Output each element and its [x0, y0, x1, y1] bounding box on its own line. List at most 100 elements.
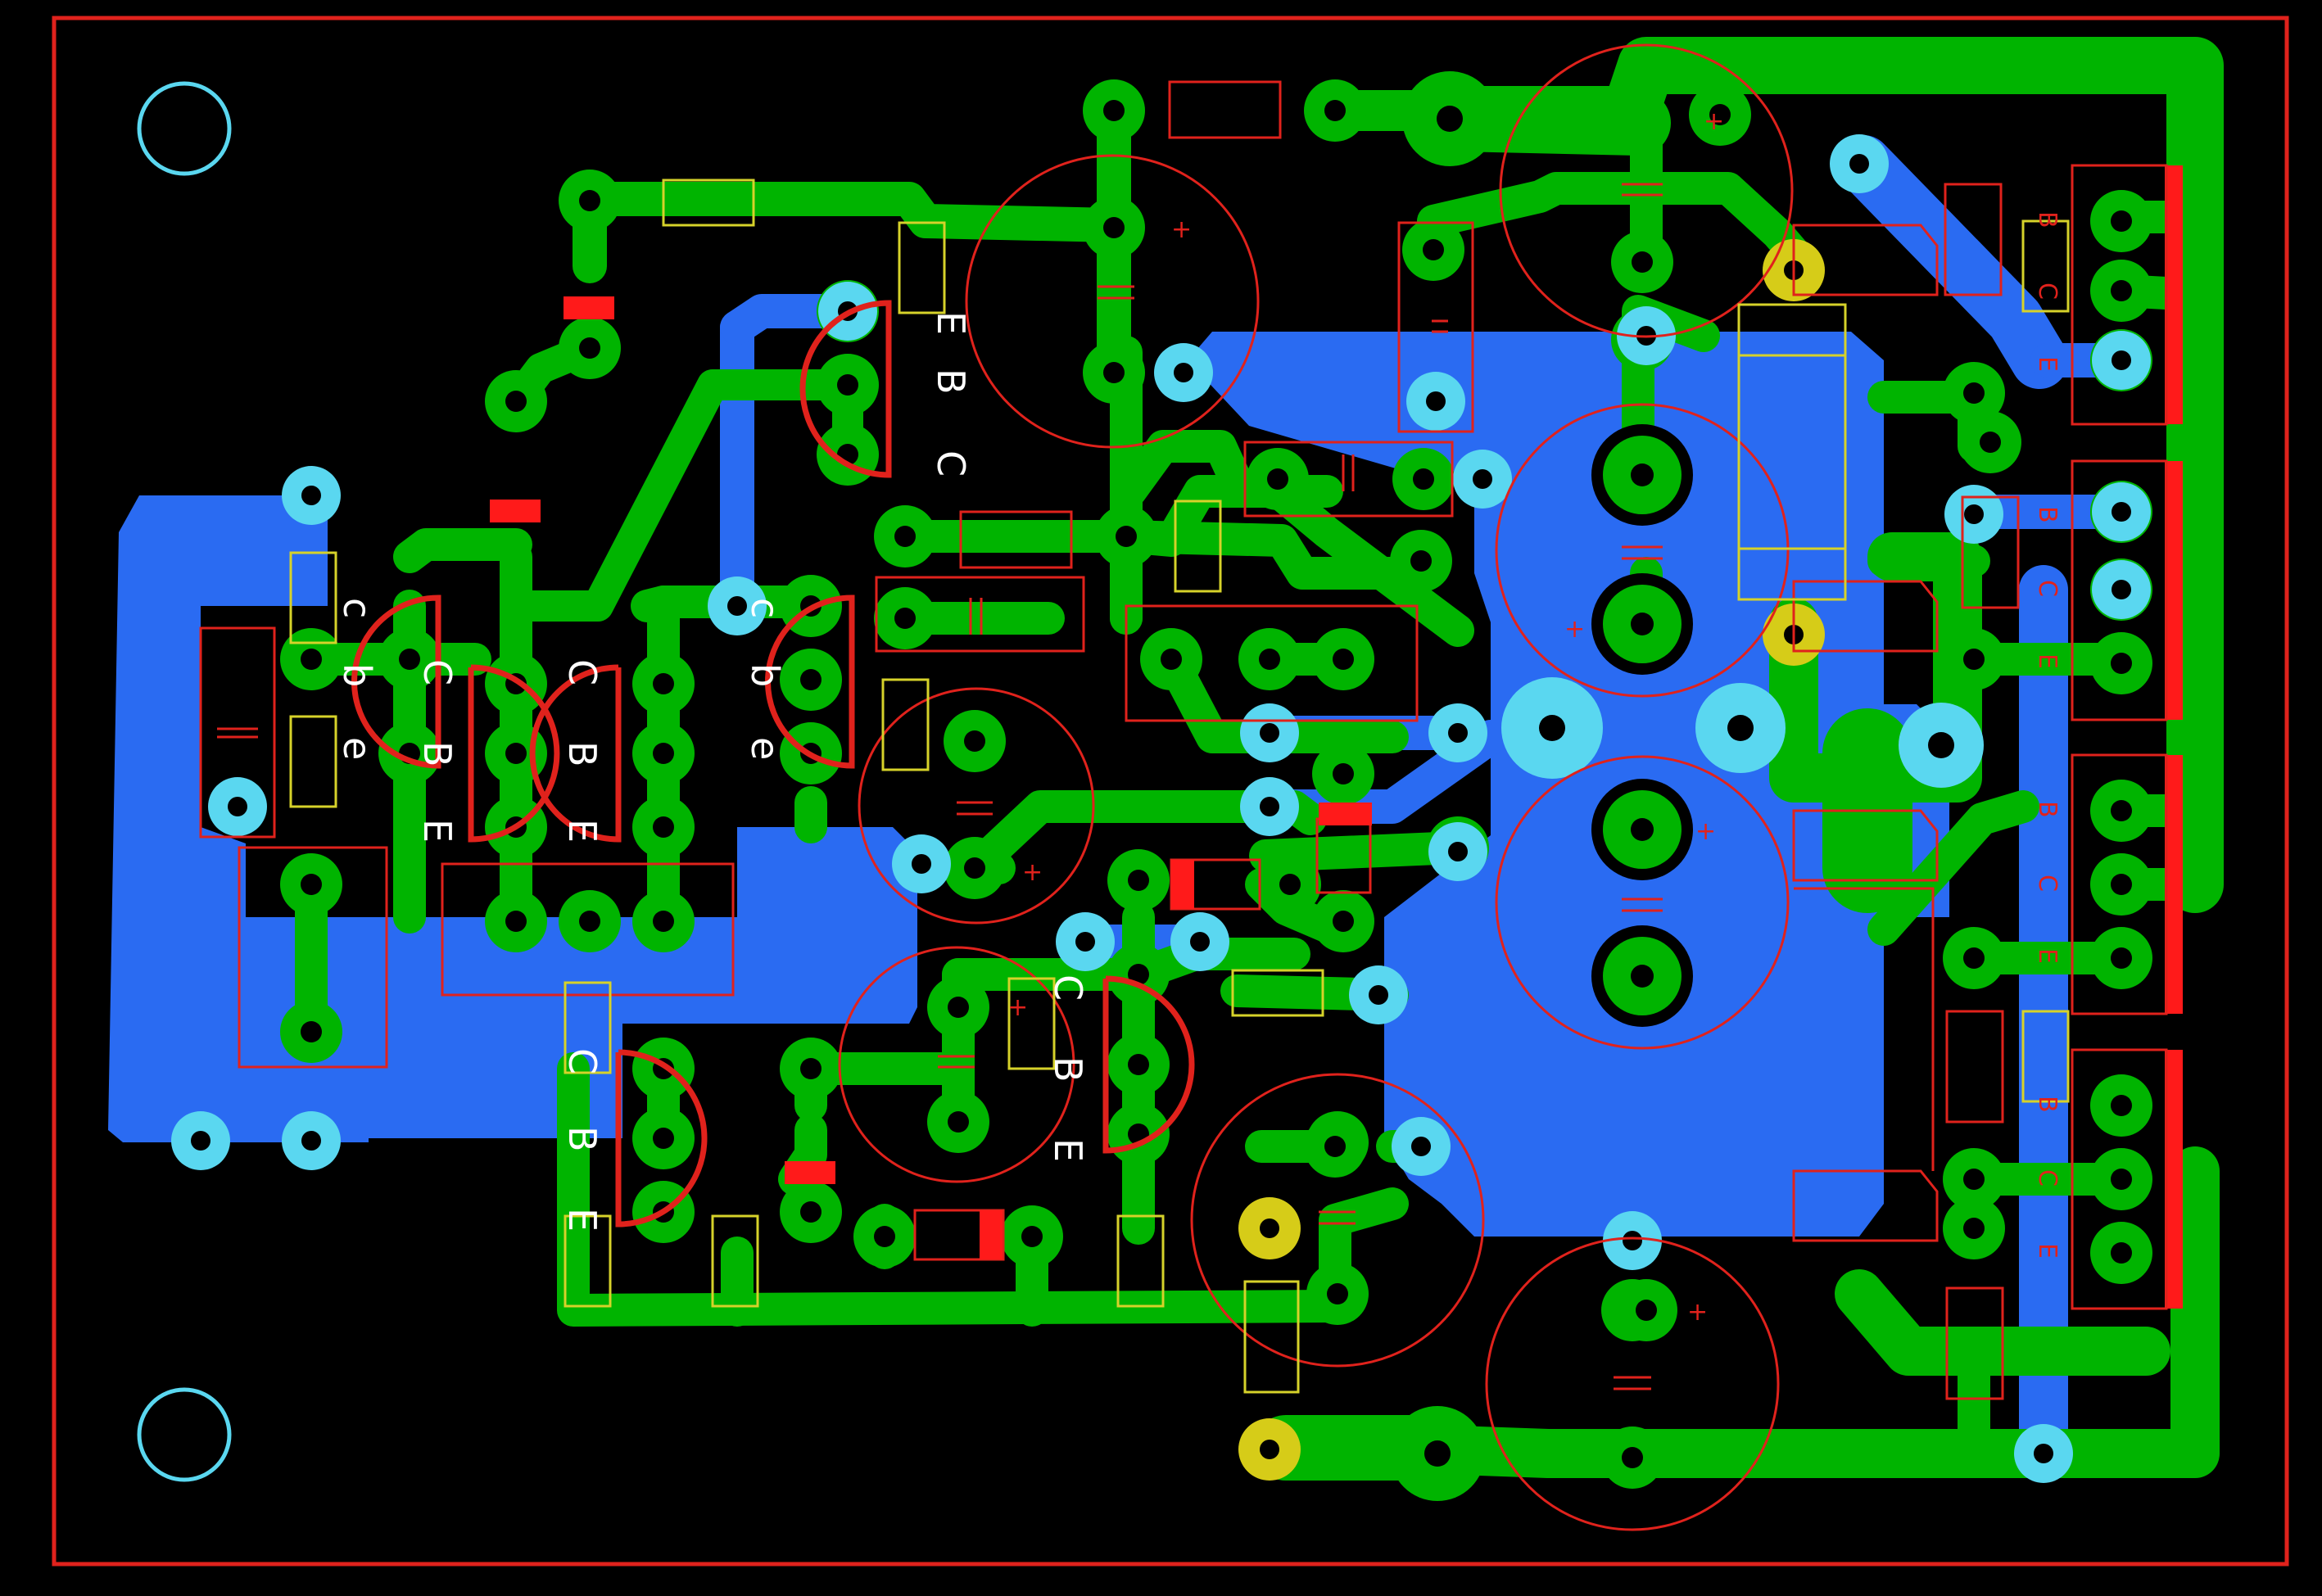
pad-62-hole: [1980, 432, 2001, 453]
yellow-pad-2-hole: [1260, 1218, 1279, 1238]
pad-77-hole: [2111, 1169, 2132, 1190]
o2-label-b: B: [2033, 506, 2062, 523]
o3-label-b: B: [2033, 801, 2062, 818]
pad-1-hole: [1324, 100, 1346, 121]
pad-35-hole: [653, 911, 674, 932]
transistor-outlines: [351, 300, 1195, 1228]
pad-52-hole: [800, 1201, 822, 1223]
pad-82-hole: [1636, 1300, 1657, 1321]
pad-10-hole: [894, 526, 916, 547]
via-12-hole: [2112, 580, 2131, 599]
q1-label-c: C: [929, 450, 973, 477]
q1-label-e: E: [929, 311, 973, 335]
pad-12-hole: [1116, 526, 1137, 547]
via-24-hole: [191, 1131, 210, 1151]
pad-8-hole: [837, 374, 858, 396]
pad-30-hole: [301, 649, 322, 670]
q7-label-e: E: [1046, 1138, 1090, 1162]
q4-label-b: B: [560, 741, 604, 767]
pad-51-hole: [800, 1058, 822, 1079]
pad-6-hole: [1103, 362, 1125, 383]
q7-label-b: B: [1046, 1056, 1090, 1083]
pad-40-hole: [1128, 1054, 1149, 1075]
polarity-marks: [490, 296, 1372, 1259]
via-9-hole: [1964, 504, 1984, 524]
q5-label-c: c: [743, 598, 787, 618]
o4-label-c: C: [2033, 1169, 2062, 1187]
pad-44-hole: [1333, 911, 1354, 932]
pad-79-hole: [1324, 1136, 1346, 1157]
pad-74-hole: [2111, 874, 2132, 895]
pin-labels: E B C c b e C B E C B E c b e C B E C B …: [335, 107, 2062, 1327]
pad-14-hole: [1413, 468, 1434, 490]
pad-20-hole: [800, 669, 822, 690]
q4-label-e: E: [560, 819, 604, 843]
pad-67-hole: [2111, 210, 2132, 232]
via-13-hole: [1448, 723, 1468, 743]
pad-13-hole: [1267, 468, 1288, 490]
via-2-hole: [228, 797, 247, 816]
pad-57-hole: [1632, 251, 1653, 273]
via-22-hole: [1623, 1231, 1642, 1250]
pad-66-hole: [1963, 1218, 1985, 1239]
pad-59-hole: [1423, 239, 1444, 260]
pad-17-hole: [1259, 649, 1280, 670]
pad-25-hole: [505, 743, 527, 764]
pad-54-hole: [1021, 1226, 1043, 1247]
via-3-hole: [727, 596, 747, 616]
pad-2-hole: [579, 190, 600, 211]
plus-mark-7: +: [1687, 1298, 1708, 1327]
via-17-hole: [912, 854, 931, 874]
yellow-pad-3-hole: [1260, 1440, 1279, 1459]
pad-42-hole: [1279, 874, 1301, 895]
q6-label-b: B: [560, 1126, 604, 1152]
pad-29-hole: [653, 816, 674, 838]
via-5-hole: [1473, 469, 1492, 489]
pad-49-hole: [653, 1128, 674, 1149]
q3-label-b: B: [415, 741, 459, 767]
q5-label-b: b: [743, 663, 787, 687]
via-18-hole: [1075, 932, 1095, 952]
plus-mark-5: +: [1022, 858, 1043, 887]
pad-39-hole: [1128, 964, 1149, 985]
pad-46-hole: [948, 997, 969, 1018]
filter-cap-pads: [1390, 71, 1984, 1501]
plus-mark-1: +: [1171, 215, 1192, 244]
pad-3-hole: [579, 337, 600, 359]
o2-label-e: E: [2033, 653, 2062, 669]
pad-32-hole: [301, 1021, 322, 1042]
silkscreen-red: [199, 43, 2168, 1531]
pad-36-hole: [964, 730, 985, 752]
via-21-hole: [1411, 1137, 1431, 1156]
pad-56-hole: [1327, 1283, 1348, 1304]
pad-31-hole: [301, 874, 322, 895]
o1-label-b: B: [2033, 211, 2062, 228]
plus-mark-3: +: [1564, 615, 1585, 644]
pad-61-hole: [1963, 382, 1985, 404]
pad-68-hole: [2111, 280, 2132, 301]
q6-label-e: E: [560, 1208, 604, 1232]
mounting-hole-top-left: [137, 81, 232, 176]
q2-label-e: e: [335, 737, 379, 760]
pad-11-hole: [894, 608, 916, 629]
o1-label-e: E: [2033, 356, 2062, 372]
via-25-hole: [301, 1131, 321, 1151]
power-transistor-strips: [2165, 165, 2183, 1309]
plus-mark-4: +: [1695, 817, 1716, 846]
pad-65-hole: [1963, 1169, 1985, 1190]
o4-label-b: B: [2033, 1096, 2062, 1113]
pad-43-hole: [1333, 763, 1354, 784]
pad-18-hole: [1333, 649, 1354, 670]
pad-64-hole: [1963, 947, 1985, 969]
pad-22-hole: [399, 649, 420, 670]
pad-34-hole: [579, 911, 600, 932]
q7-label-c: C: [1046, 974, 1090, 1001]
via-19-hole: [1190, 932, 1210, 952]
via-10-hole: [2112, 350, 2131, 370]
pad-38-hole: [1128, 870, 1149, 891]
q6-label-c: C: [560, 1048, 604, 1074]
plus-mark-2: +: [1704, 107, 1724, 136]
via-14-hole: [1260, 723, 1279, 743]
pad-60-hole: [1709, 104, 1731, 125]
q4-label-c: C: [560, 659, 604, 685]
